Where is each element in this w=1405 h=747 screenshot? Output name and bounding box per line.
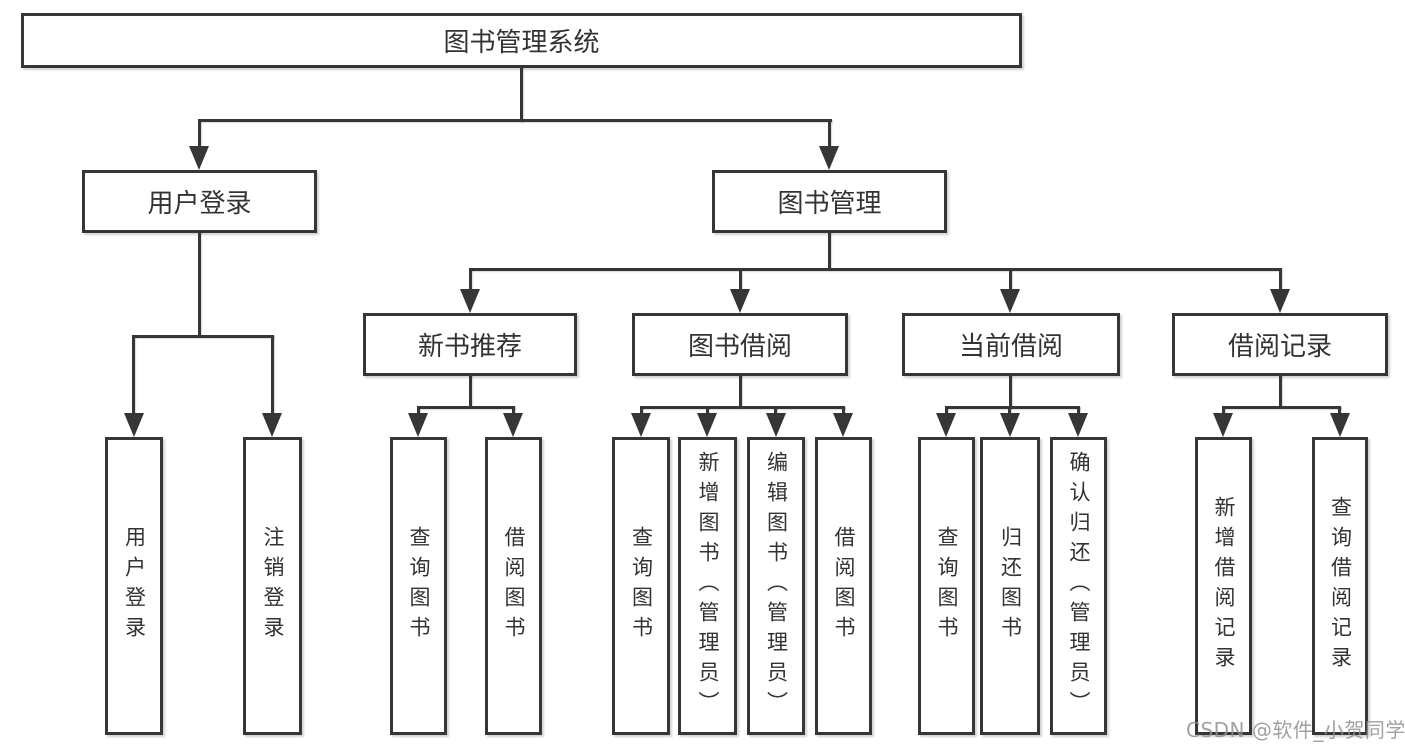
arrow-down-icon	[697, 413, 717, 437]
connector-line	[640, 406, 845, 409]
connector-line	[520, 66, 523, 122]
arrow-down-icon	[833, 413, 853, 437]
leaf-query-books-current: 查询图书	[918, 437, 975, 735]
leaf-label: 新增图书（管理员）	[696, 451, 721, 721]
connector-line	[828, 119, 831, 150]
leaf-label: 新增借阅记录	[1212, 496, 1237, 676]
leaf-label: 确认归还（管理员）	[1067, 451, 1092, 721]
connector-line	[1222, 406, 1225, 416]
node-user-login: 用户登录	[82, 170, 317, 233]
leaf-label: 编辑图书（管理员）	[764, 451, 789, 721]
connector-line	[198, 231, 201, 337]
connector-line	[417, 406, 420, 416]
connector-line	[132, 335, 135, 417]
arrow-down-icon	[408, 413, 428, 437]
leaf-label: 用户登录	[122, 526, 147, 646]
arrow-down-icon	[1270, 289, 1290, 313]
connector-line	[1338, 406, 1341, 416]
connector-line	[739, 374, 742, 408]
node-book-borrow: 图书借阅	[632, 313, 848, 376]
arrow-down-icon	[1000, 413, 1020, 437]
connector-line	[945, 406, 1080, 409]
leaf-label: 查询图书	[935, 526, 960, 646]
connector-line	[706, 406, 709, 416]
connector-line	[1077, 406, 1080, 416]
leaf-borrow-books-recommend: 借阅图书	[485, 437, 542, 735]
leaf-label: 注销登录	[261, 526, 286, 646]
arrow-down-icon	[1213, 413, 1233, 437]
arrow-down-icon	[124, 413, 144, 437]
connector-line	[1222, 406, 1341, 409]
leaf-query-borrow-record: 查询借阅记录	[1312, 437, 1368, 735]
node-label: 图书管理	[777, 189, 882, 219]
leaf-logout: 注销登录	[243, 437, 302, 735]
leaf-label: 借阅图书	[832, 526, 857, 646]
connector-line	[1009, 374, 1012, 408]
connector-line	[945, 406, 948, 416]
node-borrow-records: 借阅记录	[1172, 313, 1388, 376]
node-label: 用户登录	[147, 189, 252, 219]
node-book-management: 图书管理	[712, 170, 947, 233]
connector-line	[198, 119, 201, 150]
node-label: 新书推荐	[417, 332, 522, 362]
leaf-label: 借阅图书	[502, 526, 527, 646]
leaf-query-books-borrow: 查询图书	[612, 437, 670, 735]
arrow-down-icon	[631, 413, 651, 437]
connector-line	[774, 406, 777, 416]
node-current-borrow: 当前借阅	[902, 313, 1120, 376]
arrow-down-icon	[1068, 413, 1088, 437]
node-label: 图书借阅	[687, 332, 792, 362]
arrow-down-icon	[936, 413, 956, 437]
connector-line	[198, 119, 832, 122]
connector-line	[640, 406, 643, 416]
connector-line	[469, 268, 1281, 271]
leaf-add-book-admin: 新增图书（管理员）	[678, 437, 737, 735]
arrow-down-icon	[503, 413, 523, 437]
leaf-return-book: 归还图书	[980, 437, 1040, 735]
node-label: 当前借阅	[958, 332, 1063, 362]
leaf-label: 查询图书	[629, 526, 654, 646]
leaf-borrow-books: 借阅图书	[815, 437, 872, 735]
connector-line	[271, 335, 274, 417]
connector-line	[1279, 268, 1282, 292]
connector-line	[469, 268, 472, 292]
leaf-add-borrow-record: 新增借阅记录	[1195, 437, 1252, 735]
arrow-down-icon	[819, 146, 839, 170]
arrow-down-icon	[460, 289, 480, 313]
arrow-down-icon	[1330, 413, 1350, 437]
connector-line	[1279, 374, 1282, 408]
connector-line	[417, 406, 515, 409]
node-library-management-system: 图书管理系统	[21, 13, 1022, 68]
arrow-down-icon	[730, 289, 750, 313]
connector-line	[828, 231, 831, 270]
leaf-user-login: 用户登录	[105, 437, 163, 735]
node-new-book-recommend: 新书推荐	[363, 313, 577, 376]
connector-line	[739, 268, 742, 292]
connector-line	[512, 406, 515, 416]
connector-line	[469, 374, 472, 408]
connector-line	[1009, 268, 1012, 292]
leaf-label: 查询图书	[407, 526, 432, 646]
watermark-csdn: CSDN @软件_小贺同学	[1186, 718, 1405, 742]
arrow-down-icon	[1000, 289, 1020, 313]
leaf-label: 归还图书	[998, 526, 1023, 646]
arrow-down-icon	[262, 413, 282, 437]
leaf-edit-book-admin: 编辑图书（管理员）	[747, 437, 805, 735]
arrow-down-icon	[766, 413, 786, 437]
connector-line	[842, 406, 845, 416]
leaf-query-books-recommend: 查询图书	[390, 437, 447, 735]
connector-line	[133, 335, 274, 338]
leaf-confirm-return-admin: 确认归还（管理员）	[1050, 437, 1107, 735]
node-label: 借阅记录	[1227, 332, 1332, 362]
arrow-down-icon	[189, 146, 209, 170]
connector-line	[1008, 406, 1011, 416]
leaf-label: 查询借阅记录	[1328, 496, 1353, 676]
node-label: 图书管理系统	[443, 28, 600, 58]
